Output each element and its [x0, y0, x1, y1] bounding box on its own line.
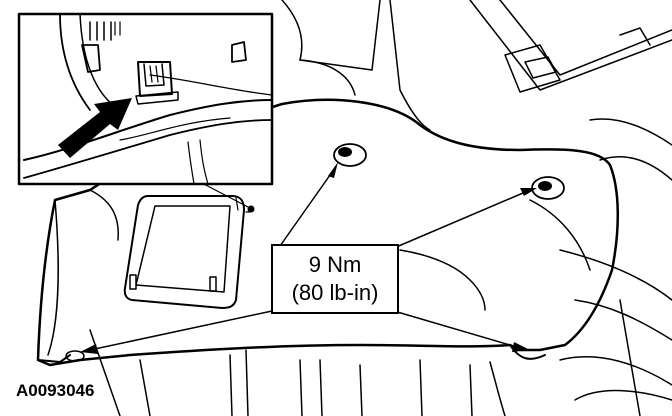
- torque-metric: 9 Nm: [308, 252, 362, 277]
- arrow-icon: [58, 98, 132, 158]
- inset-detail-view: [17, 12, 274, 186]
- trim-opening: [123, 195, 245, 309]
- nut-icon: [333, 143, 367, 167]
- nut-icon: [65, 350, 85, 362]
- figure-id: A0093046: [16, 381, 95, 400]
- background-structure: [89, 0, 672, 416]
- torque-callout: 9 Nm (80 lb-in): [271, 244, 399, 314]
- arrow-icon: [80, 162, 537, 354]
- torque-imperial: (80 lb-in): [291, 280, 379, 305]
- leader-lines: [89, 167, 531, 351]
